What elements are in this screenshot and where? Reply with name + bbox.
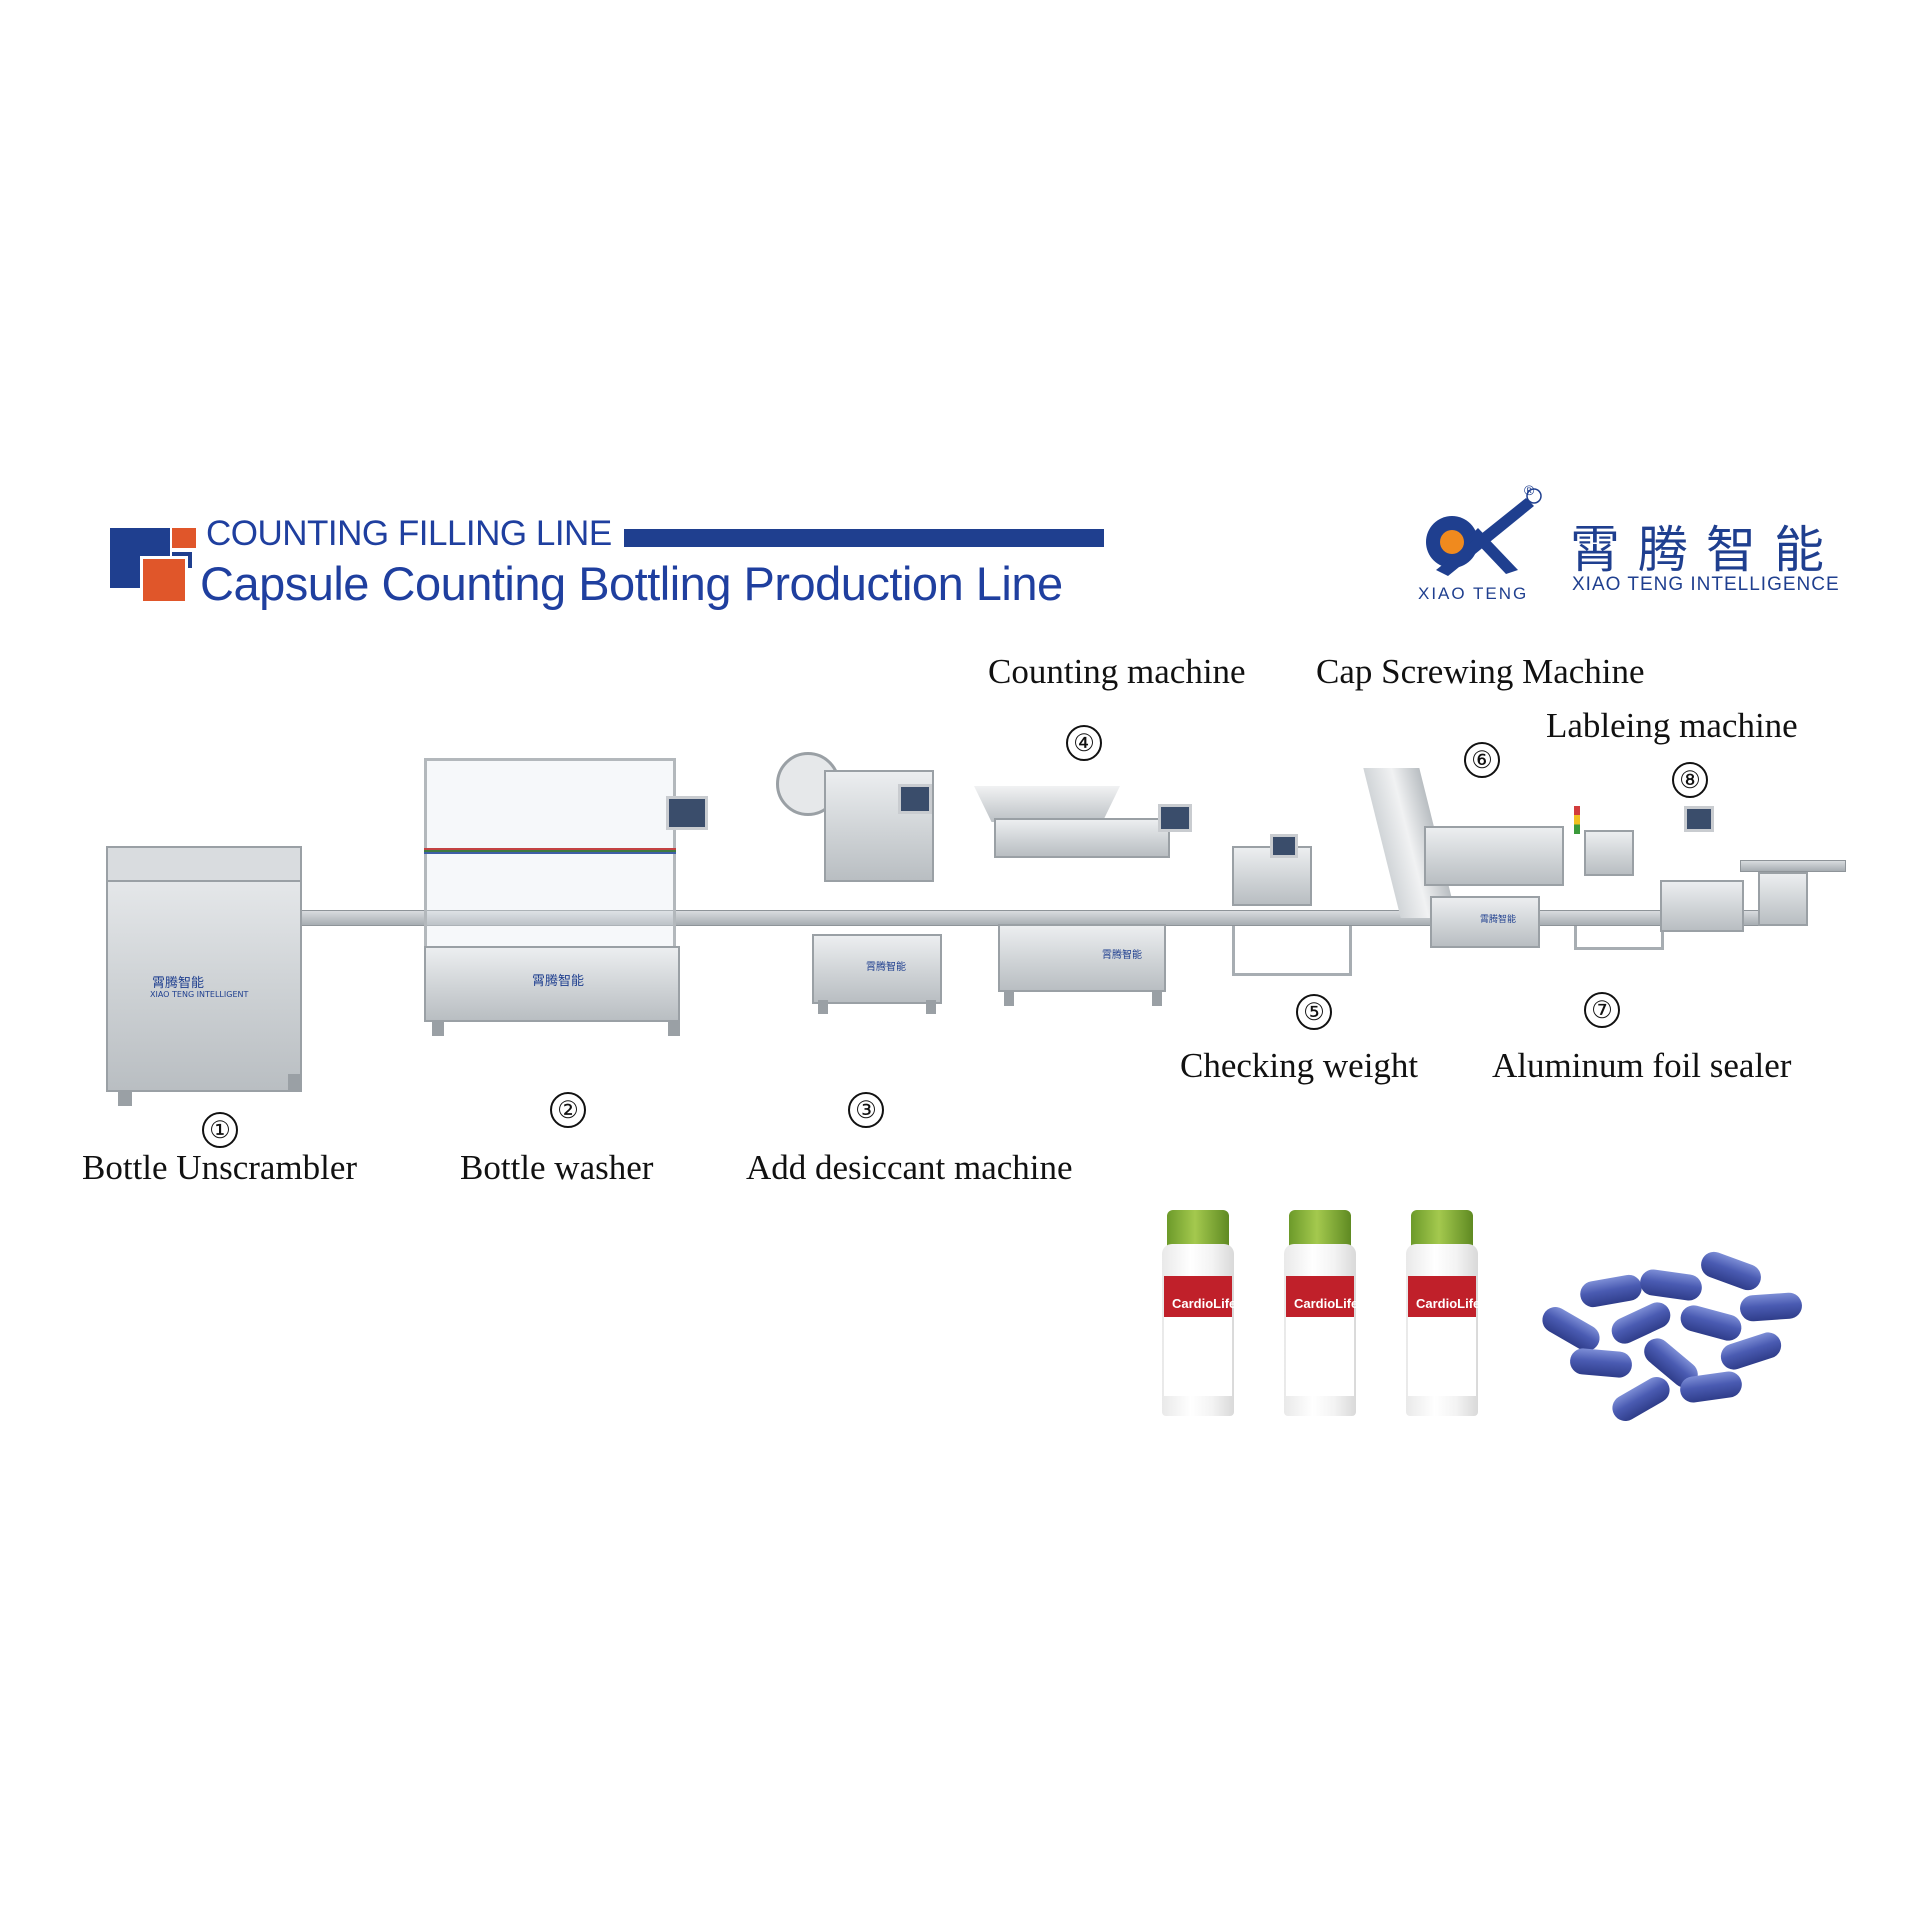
page-title: Capsule Counting Bottling Production Lin… xyxy=(200,557,1063,610)
capsule-pile xyxy=(1520,1248,1810,1430)
machine-7-signal-tower xyxy=(1574,806,1580,834)
capsule xyxy=(1677,1302,1745,1344)
station-6-label: Cap Screwing Machine xyxy=(1316,652,1645,691)
product-bottle: CardioLife xyxy=(1284,1210,1359,1416)
station-2-label: Bottle washer xyxy=(460,1148,654,1187)
capsule xyxy=(1638,1267,1704,1303)
station-1-label: Bottle Unscrambler xyxy=(82,1148,358,1187)
machine-1-panel-cn: 霄腾智能 xyxy=(152,976,205,991)
station-4-label: Counting machine xyxy=(988,652,1246,691)
machine-3-leg xyxy=(926,1000,936,1014)
machine-6-cap-screwing xyxy=(1430,896,1540,948)
machine-5-stand xyxy=(1232,926,1352,976)
station-3-label: Add desiccant machine xyxy=(746,1148,1073,1187)
machine-6-head xyxy=(1424,826,1564,886)
logo-cn-name: 霄腾智能 xyxy=(1570,521,1842,579)
capsule xyxy=(1607,1372,1675,1426)
machine-2-bottle-washer xyxy=(424,946,680,1022)
machine-4-leg xyxy=(1152,990,1162,1006)
bottle-label xyxy=(1408,1276,1476,1396)
bottle-cap xyxy=(1289,1210,1351,1248)
output-table-base xyxy=(1758,872,1808,926)
machine-3-add-desiccant xyxy=(812,934,942,1004)
capsule xyxy=(1537,1302,1605,1356)
machine-1-panel-en: XIAO TENG INTELLIGENT xyxy=(150,990,249,999)
capsule xyxy=(1697,1248,1765,1294)
machine-8-labeling xyxy=(1660,880,1744,932)
station-5-label: Checking weight xyxy=(1180,1046,1419,1085)
machine-4-hopper xyxy=(974,786,1120,822)
bottle-brand: CardioLife xyxy=(1294,1296,1359,1311)
registered-mark: ® xyxy=(1524,482,1535,498)
bottle-brand: CardioLife xyxy=(1172,1296,1237,1311)
machine-2-stripe xyxy=(424,848,676,854)
bottle-label xyxy=(1286,1276,1354,1396)
bottle-brand: CardioLife xyxy=(1416,1296,1481,1311)
machine-7-aluminum-foil-sealer xyxy=(1584,830,1634,876)
header-rule xyxy=(624,529,1104,547)
output-table xyxy=(1740,860,1846,872)
station-2-number: ② xyxy=(550,1092,586,1128)
machine-2-frame xyxy=(424,758,676,952)
machine-7-stand xyxy=(1574,926,1664,950)
machine-3-leg xyxy=(818,1000,828,1014)
station-5-number: ⑤ xyxy=(1296,994,1332,1030)
product-bottle: CardioLife xyxy=(1406,1210,1481,1416)
station-1-number: ① xyxy=(202,1112,238,1148)
bottle-label xyxy=(1164,1276,1232,1396)
machine-1-bottle-unscrambler xyxy=(106,846,302,1092)
logo-en-name: XIAO TENG INTELLIGENCE xyxy=(1572,574,1840,595)
header-block-orange xyxy=(140,556,188,604)
product-bottle: CardioLife xyxy=(1162,1210,1237,1416)
machine-1-leg xyxy=(288,1074,302,1090)
machine-2-leg xyxy=(432,1020,444,1036)
machine-3-screen xyxy=(898,784,932,814)
station-6-number: ⑥ xyxy=(1464,742,1500,778)
station-8-number: ⑧ xyxy=(1672,762,1708,798)
capsule xyxy=(1578,1272,1644,1310)
bottle-cap xyxy=(1411,1210,1473,1248)
xiao-teng-logo-icon xyxy=(1426,488,1542,576)
machine-5-screen xyxy=(1270,834,1298,858)
capsule xyxy=(1568,1347,1634,1379)
machine-3-panel-cn: 霄腾智能 xyxy=(866,962,906,973)
machine-8-screen xyxy=(1684,806,1714,832)
logo-mark-text: XIAO TENG xyxy=(1418,584,1529,603)
bottle-cap xyxy=(1167,1210,1229,1248)
capsule xyxy=(1739,1291,1803,1323)
header-line1: COUNTING FILLING LINE xyxy=(206,514,612,553)
station-7-label: Aluminum foil sealer xyxy=(1492,1046,1792,1085)
header-block-orange-small xyxy=(172,528,196,548)
machine-4-counting xyxy=(998,924,1166,992)
station-3-number: ③ xyxy=(848,1092,884,1128)
machine-4-leg xyxy=(1004,990,1014,1006)
machine-4-panel-cn: 霄腾智能 xyxy=(1102,950,1142,961)
machine-2-leg xyxy=(668,1020,680,1036)
machine-4-screen xyxy=(1158,804,1192,832)
machine-4-deck xyxy=(994,818,1170,858)
station-7-number: ⑦ xyxy=(1584,992,1620,1028)
machine-2-screen xyxy=(666,796,708,830)
station-8-label: Lableing machine xyxy=(1546,706,1798,745)
machine-1-leg xyxy=(118,1090,132,1106)
machine-6-panel-cn: 霄腾智能 xyxy=(1480,915,1517,925)
station-4-number: ④ xyxy=(1066,725,1102,761)
machine-1-top xyxy=(106,846,302,882)
machine-2-panel-cn: 霄腾智能 xyxy=(532,974,585,989)
